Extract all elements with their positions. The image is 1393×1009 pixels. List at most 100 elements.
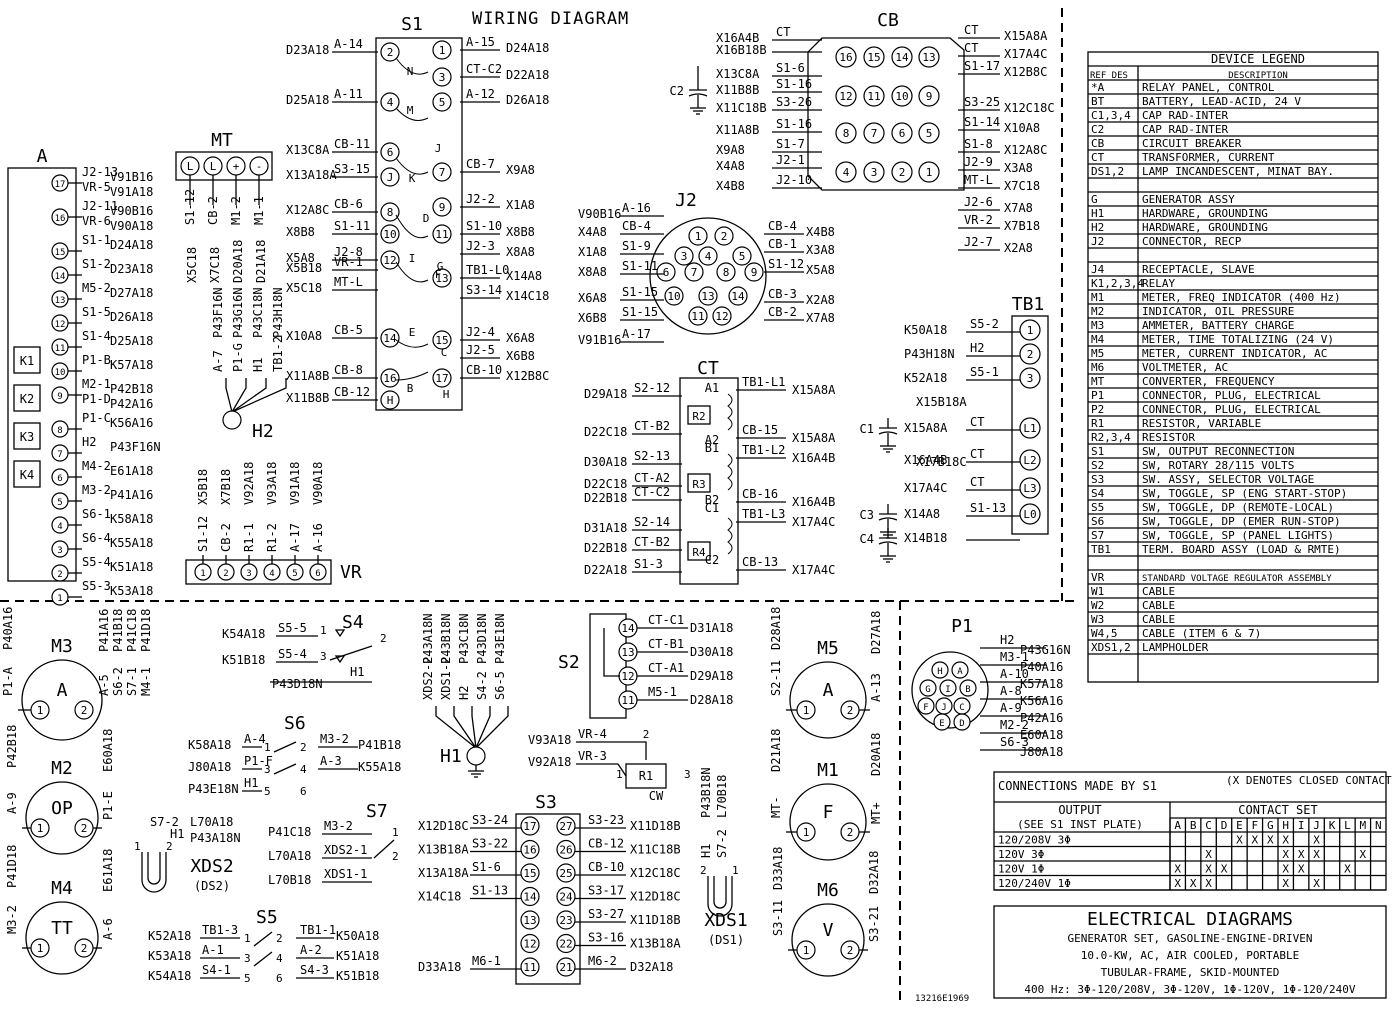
r1-lead bbox=[617, 763, 627, 777]
p1-shell bbox=[911, 651, 989, 729]
s1-pin bbox=[432, 40, 452, 60]
vr-title: VR bbox=[340, 562, 362, 583]
ct-right-conn: TB1-L1 bbox=[742, 375, 785, 389]
s1-right-wire: X1A8 bbox=[506, 198, 535, 212]
legend-desc: CABLE bbox=[1142, 599, 1175, 612]
r1-wire: V92A18 bbox=[528, 755, 571, 769]
j2-pin-label: 2 bbox=[721, 230, 728, 243]
title-block-frame bbox=[993, 905, 1387, 999]
s6-left-wire: K58A18 bbox=[188, 738, 231, 752]
lamp-wire: L70B18 bbox=[715, 775, 729, 818]
ct-right-conn: CB-15 bbox=[742, 423, 778, 437]
s1-left-conn: A-11 bbox=[334, 87, 363, 101]
panel-a-pin-label: 13 bbox=[55, 296, 66, 306]
panel-a-wire: E61A18 bbox=[110, 464, 153, 478]
s1-right-conn: J2-2 bbox=[466, 192, 495, 206]
cb-pin-label: 8 bbox=[843, 127, 850, 140]
legend-ref: M4 bbox=[1091, 333, 1105, 346]
s1-contact-letter: G bbox=[437, 260, 444, 273]
conn-table-mark: X bbox=[1360, 848, 1367, 861]
s2-pin-label: 11 bbox=[621, 694, 634, 707]
cb-title: CB bbox=[877, 10, 899, 31]
meter-pin-label: 1 bbox=[803, 704, 810, 717]
ct-right-conn: CB-13 bbox=[742, 555, 778, 569]
legend-col-desc: DESCRIPTION bbox=[1228, 71, 1288, 81]
s1-left-wire: X8B8 bbox=[286, 225, 315, 239]
legend-ref: S1 bbox=[1091, 445, 1104, 458]
meter-pin-label: 1 bbox=[37, 822, 44, 835]
s7-title: S7 bbox=[366, 801, 388, 822]
relay-label: K2 bbox=[20, 392, 34, 406]
legend-desc: METER, CURRENT INDICATOR, AC bbox=[1142, 347, 1327, 360]
legend-desc: CABLE (ITEM 6 & 7) bbox=[1142, 627, 1261, 640]
s4-common-conn: H1 bbox=[350, 665, 364, 679]
cb-right-wire: X7A8 bbox=[1004, 201, 1033, 215]
panel-a-conn: S1-4 bbox=[82, 329, 111, 343]
cb-pin bbox=[835, 161, 857, 183]
s3-left-conn: S1-6 bbox=[472, 860, 501, 874]
ct-resistor-label: R2 bbox=[692, 410, 705, 423]
s1-left-wire: X11A8B bbox=[286, 369, 329, 383]
panel-a-conn: M4-2 bbox=[82, 459, 111, 473]
s1-left-wire: X11B8B bbox=[286, 391, 329, 405]
legend-ref: M5 bbox=[1091, 347, 1104, 360]
s1-pin bbox=[432, 224, 452, 244]
s1-right-wire: X12B8C bbox=[506, 369, 549, 383]
s1-contact-letter: H bbox=[443, 388, 450, 401]
s5-left-wire: K52A18 bbox=[148, 929, 191, 943]
ct-coil bbox=[727, 517, 733, 555]
s7-conn: M3-2 bbox=[324, 819, 353, 833]
conn-table-mark: X bbox=[1313, 848, 1320, 861]
h1-conn: S4-2 bbox=[475, 671, 489, 700]
tb1-wire: K50A18 bbox=[904, 323, 947, 337]
s3-right-conn: CB-12 bbox=[588, 837, 624, 851]
s3-pin bbox=[520, 886, 540, 907]
meter-right-conn: S3-21 bbox=[867, 906, 881, 942]
meter-right-wire: E60A18 bbox=[101, 729, 115, 772]
s1-title: S1 bbox=[401, 14, 423, 35]
s2-wire: D29A18 bbox=[690, 669, 733, 683]
conn-table-col-label: G bbox=[1267, 819, 1274, 832]
s3-left-conn: M6-1 bbox=[472, 954, 501, 968]
meter-right-wire: D20A18 bbox=[869, 733, 883, 776]
s1-contact-link bbox=[395, 371, 429, 381]
h1-wire: P43A18N bbox=[421, 613, 435, 664]
p1-wire: K56A16 bbox=[1020, 694, 1063, 708]
s4-blade bbox=[329, 645, 373, 661]
r1-direction: CW bbox=[649, 789, 664, 803]
legend-desc: SW, TOGGLE, SP (ENG START-STOP) bbox=[1142, 487, 1347, 500]
s7-pin: 2 bbox=[392, 850, 399, 863]
meter-left-conn: MT- bbox=[769, 796, 783, 818]
j2-right-conn: CB-1 bbox=[768, 237, 797, 251]
legend-desc: VOLTMETER, AC bbox=[1142, 361, 1228, 374]
s1-left-conn: MT-L bbox=[334, 275, 363, 289]
ct-left-conn: CT-B2 bbox=[634, 419, 670, 433]
j2-pin-label: 10 bbox=[667, 290, 680, 303]
panel-a-conn: S6-4 bbox=[82, 531, 111, 545]
h2-wire: P43F16N bbox=[211, 287, 225, 338]
legend-ref: J4 bbox=[1091, 263, 1105, 276]
meter-title: M3 bbox=[51, 636, 73, 657]
meter-right-conn: A-13 bbox=[869, 673, 883, 702]
s1-left-conn: S1-11 bbox=[334, 219, 370, 233]
s3-pin bbox=[556, 957, 576, 977]
tb1-pin-label: L1 bbox=[1023, 422, 1036, 435]
conn-table-col-label: M bbox=[1360, 819, 1367, 832]
j2-pin bbox=[688, 306, 708, 326]
title-line: GENERATOR SET, GASOLINE-ENGINE-DRIVEN bbox=[1067, 932, 1312, 945]
s1-pin bbox=[380, 250, 400, 270]
j2-title: J2 bbox=[675, 190, 697, 211]
cb-pin bbox=[863, 122, 885, 144]
conn-table-mark: X bbox=[1313, 834, 1320, 847]
s2-wire: D31A18 bbox=[690, 621, 733, 635]
cb-right-wire: X17A4C bbox=[1004, 47, 1047, 61]
cb-right-conn: S1-14 bbox=[964, 115, 1000, 129]
s3-pin-label: 22 bbox=[559, 938, 572, 951]
legend-frame bbox=[1087, 51, 1379, 683]
meter-left-conn: S2-11 bbox=[769, 660, 783, 696]
ct-left-conn: S2-13 bbox=[634, 449, 670, 463]
meter-pin-label: 2 bbox=[81, 942, 88, 955]
panel-a-wire: P41A16 bbox=[110, 488, 153, 502]
